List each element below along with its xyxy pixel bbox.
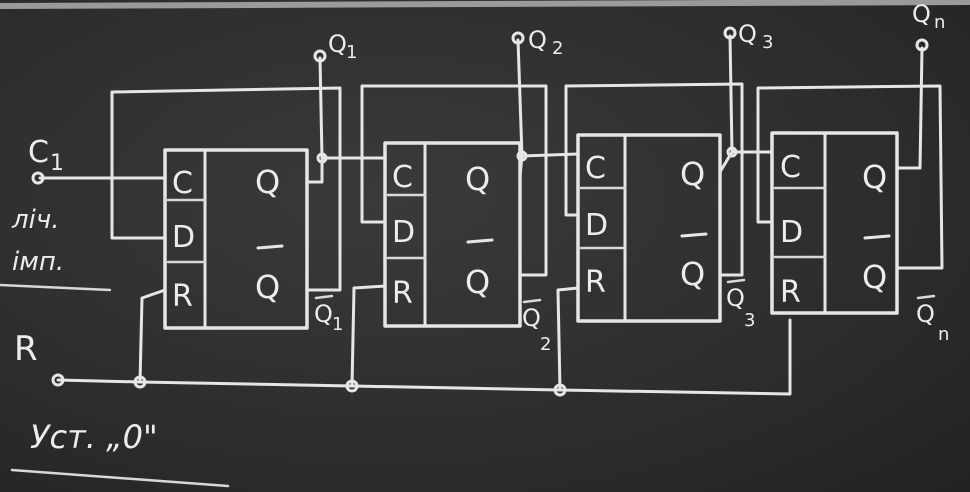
ff2-body [383, 141, 522, 328]
wire-reset-ff2 [350, 284, 387, 388]
ff3-top-label: Q [738, 20, 757, 48]
reset-note-underline [10, 468, 230, 488]
ff1-pin-r: R [172, 279, 193, 314]
ff1-pin-c: C [172, 166, 193, 201]
ff1-bottom-label: Q [314, 300, 333, 328]
ff2-out-q: Q [465, 160, 490, 198]
clock-label: C [28, 135, 49, 170]
wire-ff2-feedback [360, 84, 548, 277]
ff2-out-qbar: Q [465, 263, 490, 301]
wire-ff1-feedback [110, 86, 342, 292]
qn-terminal [915, 38, 929, 52]
ff2-top-sub: 2 [552, 38, 563, 59]
ff2-bottom-bar [522, 298, 542, 304]
reset-junction-3 [553, 383, 567, 397]
ff2-qbar-bar [466, 238, 494, 244]
ff2-bottom-sub: 2 [540, 334, 551, 355]
ff1-top-sub: 1 [346, 42, 357, 63]
ff2-pin-r: R [392, 276, 413, 311]
ff1-out-qbar: Q [255, 268, 280, 306]
board-top-edge [0, 0, 970, 9]
ff3-top-sub: 3 [762, 32, 773, 53]
ffn-bottom-bar [916, 294, 936, 300]
q3-junction [726, 146, 738, 158]
flipflop-3: C D R Q Q [576, 133, 722, 323]
wire-reset-bus [56, 318, 792, 396]
ff1-bottom-sub: 1 [332, 314, 343, 335]
ff1-qbar-bar [256, 244, 284, 250]
reset-junction-1 [133, 375, 147, 389]
ff3-pin-d: D [585, 208, 608, 243]
clock-note-underline [0, 283, 112, 292]
ff1-pin-d: D [172, 220, 195, 255]
ff2-top-label: Q [528, 26, 547, 54]
ff3-bottom-bar [726, 278, 746, 284]
q3-terminal [723, 26, 737, 40]
ffn-qbar-bar [863, 234, 891, 240]
ff3-out-qbar: Q [680, 255, 705, 293]
ffn-bottom-sub: n [938, 324, 949, 345]
ffn-pin-c: C [780, 150, 801, 185]
wire-ff2-q [516, 38, 580, 178]
clock-note-2: iмп. [12, 247, 64, 277]
ff1-bottom-bar [314, 294, 334, 300]
ffn-pin-r: R [780, 275, 801, 310]
reset-terminal [51, 373, 65, 387]
clock-terminal [31, 171, 45, 185]
ffn-top-label: Q [912, 0, 931, 28]
q1-junction [316, 152, 328, 164]
reset-junction-2 [345, 379, 359, 393]
ffn-out-q: Q [862, 158, 887, 196]
ff3-bottom-label: Q [726, 284, 745, 312]
ff1-top-label: Q [328, 30, 347, 58]
ff2-bottom-label: Q [522, 304, 541, 332]
wire-reset-ff1 [138, 288, 167, 384]
flipflop-1: C D R Q Q [163, 148, 309, 330]
ff3-out-q: Q [680, 155, 705, 193]
reset-note: Уст. „0" [30, 418, 158, 456]
ffn-pin-d: D [780, 215, 803, 250]
ffn-top-sub: n [934, 12, 945, 33]
flipflop-n: C D R Q Q [770, 131, 899, 315]
reset-label: R [14, 329, 38, 369]
wire-reset-ff3 [556, 286, 580, 392]
wires [38, 34, 944, 396]
wire-ffn-q [895, 46, 924, 170]
ff3-body [576, 133, 722, 323]
ff1-out-q: Q [255, 163, 280, 201]
wire-ff3-feedback [564, 82, 744, 277]
q2-junction [516, 150, 528, 162]
wire-ff1-q [305, 56, 387, 184]
wire-ffn-feedback [756, 84, 944, 270]
ff3-pin-r: R [585, 265, 606, 300]
clock-note-1: лiч. [11, 205, 59, 235]
ff3-qbar-bar [680, 232, 708, 238]
flipflop-2: C D R Q Q [383, 141, 522, 328]
ff2-pin-c: C [392, 160, 413, 195]
clock-subscript: 1 [50, 151, 64, 176]
ffn-bottom-label: Q [916, 300, 935, 328]
ff3-bottom-sub: 3 [744, 310, 755, 331]
q1-terminal [313, 49, 327, 63]
ffn-out-qbar: Q [862, 258, 887, 296]
ff2-pin-d: D [392, 215, 415, 250]
ff3-pin-c: C [585, 151, 606, 186]
q2-terminal [511, 31, 525, 45]
